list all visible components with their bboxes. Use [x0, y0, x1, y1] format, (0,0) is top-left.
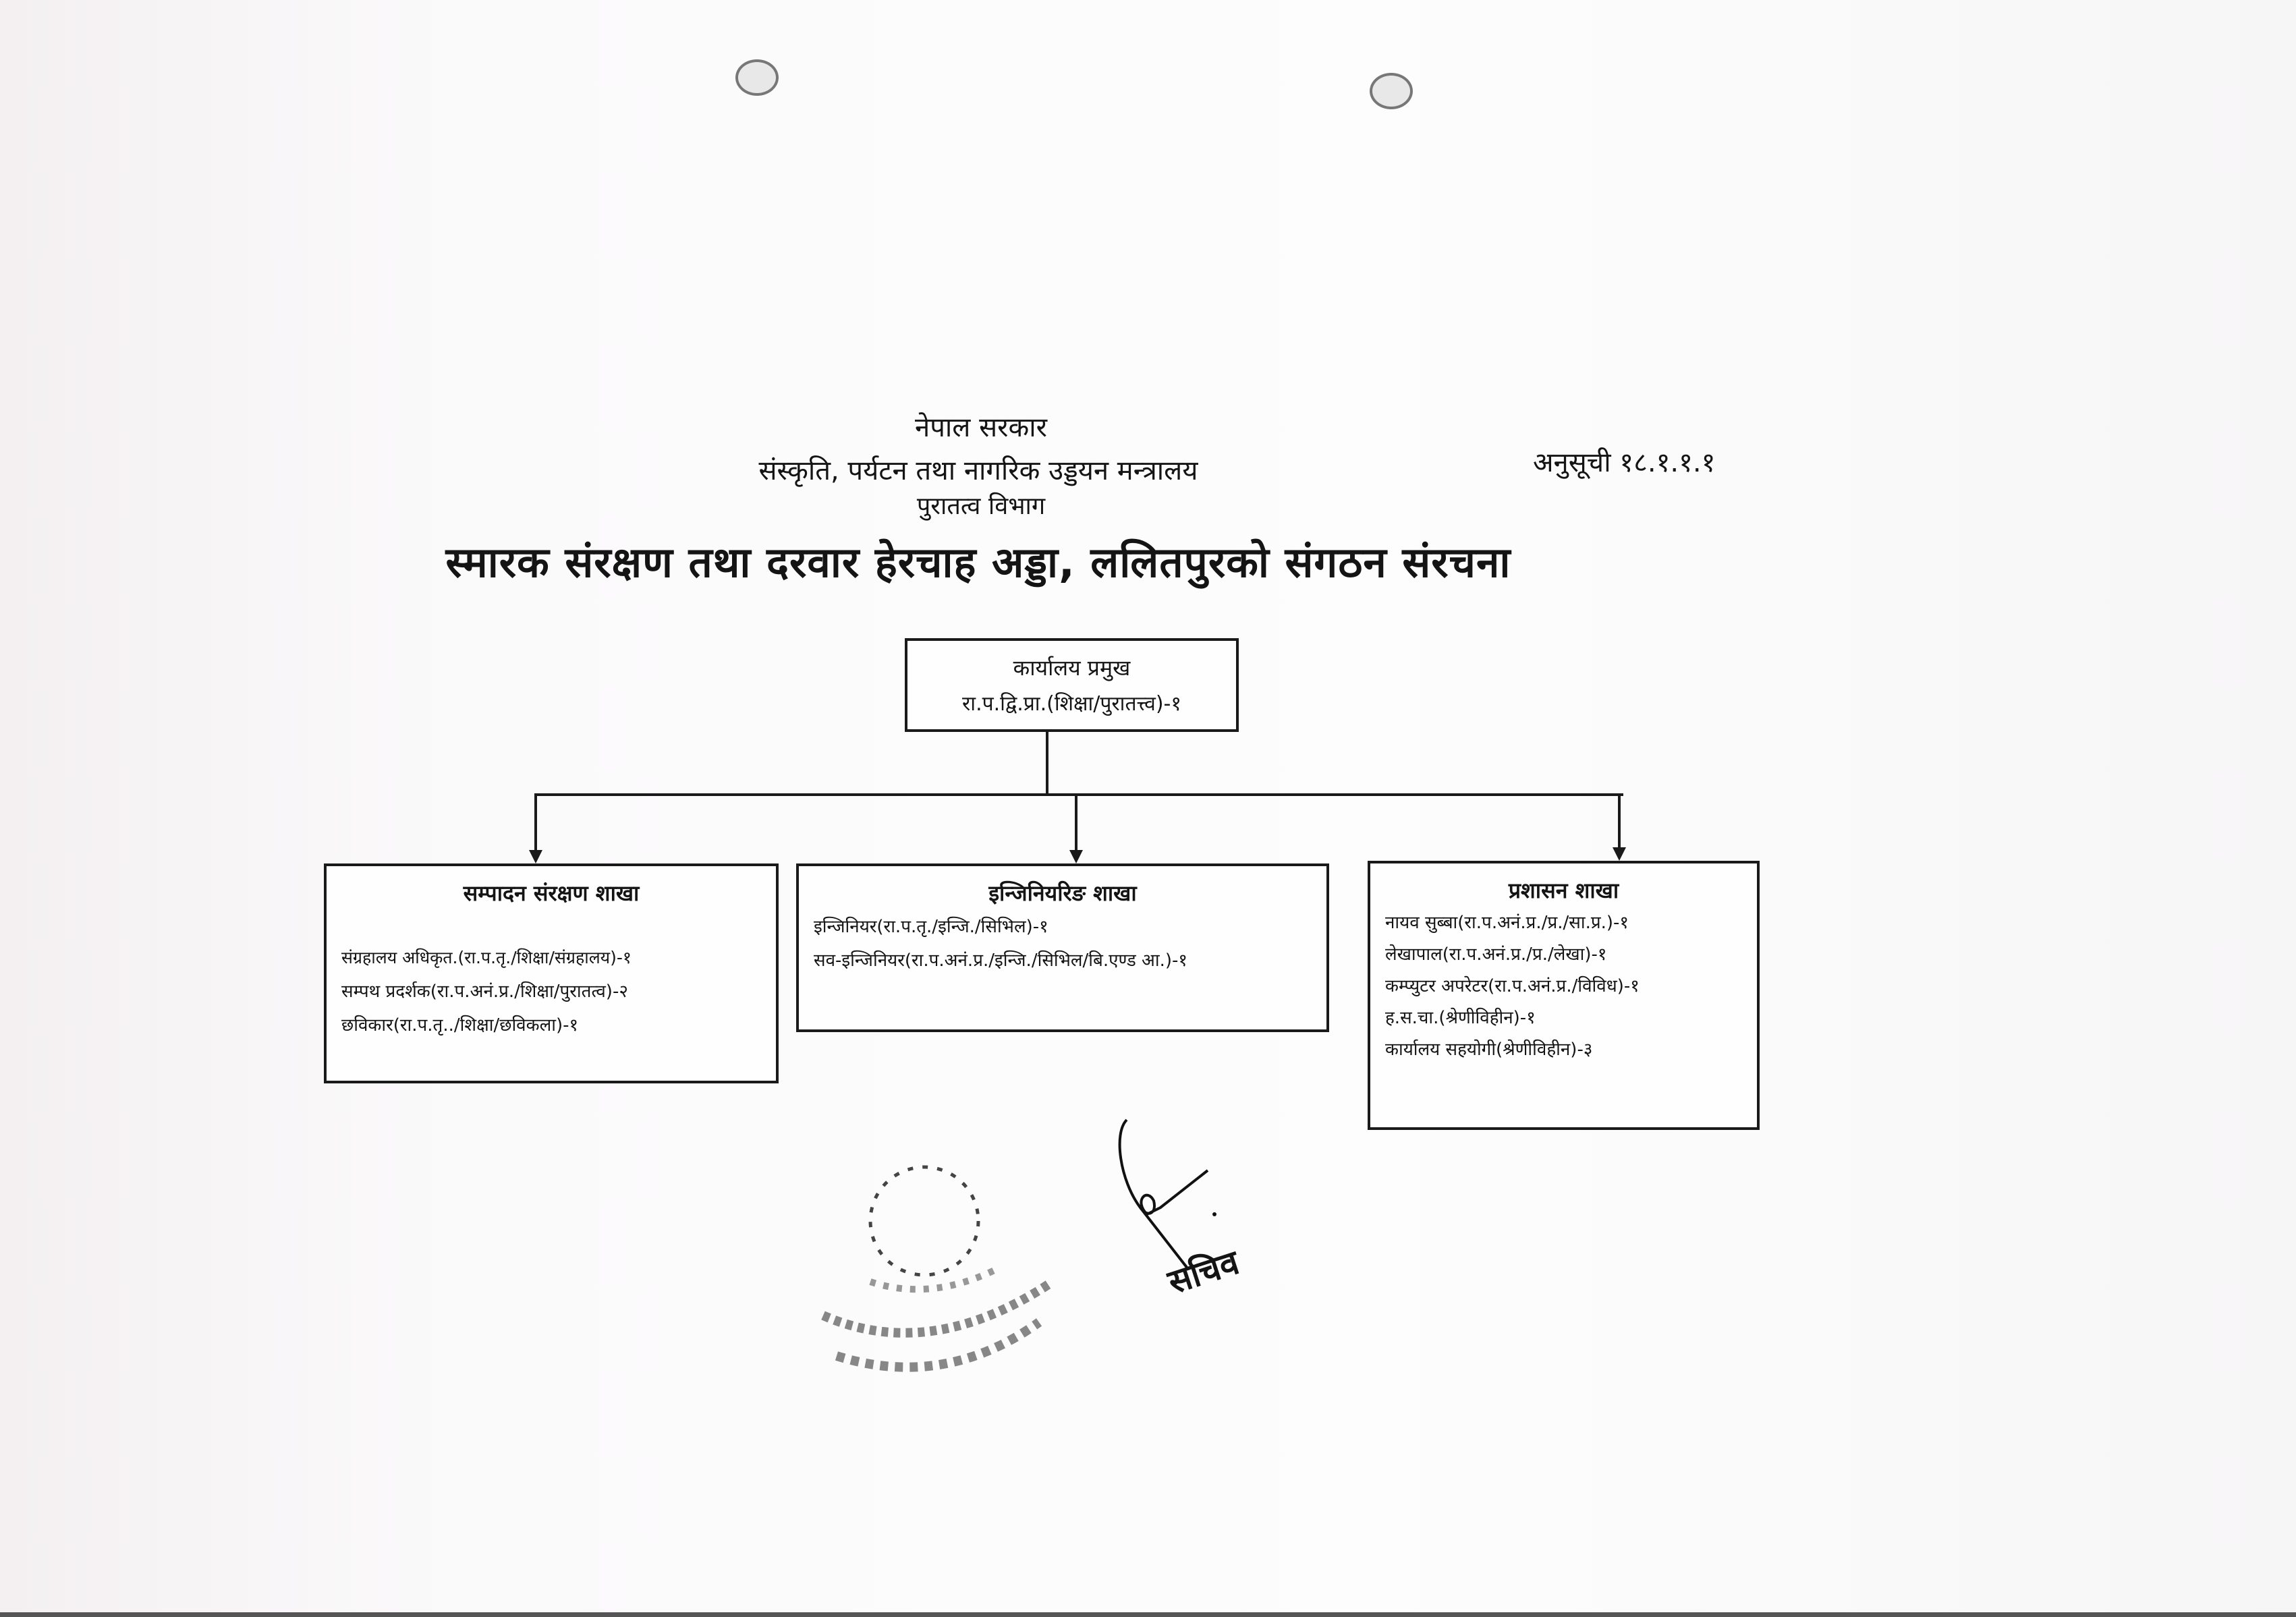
- connector-line: [534, 793, 1623, 796]
- position-item: संग्रहालय अधिकृत.(रा.प.तृ./शिक्षा/संग्रह…: [341, 948, 632, 967]
- ministry-name: संस्कृति, पर्यटन तथा नागरिक उड्डयन मन्त्…: [758, 455, 1198, 486]
- branch-title: सम्पादन संरक्षण शाखा: [463, 880, 640, 906]
- handwritten-signature: [1118, 1118, 1216, 1270]
- department-name: पुरातत्व विभाग: [916, 492, 1046, 520]
- arrow-down-icon: [1069, 850, 1083, 863]
- punch-hole: [735, 59, 779, 96]
- arrow-down-icon: [529, 850, 542, 863]
- punch-hole: [1370, 73, 1413, 109]
- position-item: कार्यालय सहयोगी(श्रेणीविहीन)-३: [1385, 1040, 1593, 1060]
- branch-title: प्रशासन शाखा: [1508, 878, 1619, 903]
- branch-box-conservation: सम्पादन संरक्षण शाखा संग्रहालय अधिकृत.(र…: [324, 863, 779, 1083]
- scan-edge: [0, 1612, 2296, 1617]
- connector-line: [1618, 793, 1621, 849]
- office-head-box: कार्यालय प्रमुख रा.प.द्वि.प्रा.(शिक्षा/प…: [905, 638, 1239, 732]
- government-name: नेपाल सरकार: [915, 412, 1047, 443]
- office-head-position: रा.प.द्वि.प्रा.(शिक्षा/पुरातत्त्व)-१: [962, 692, 1181, 716]
- arrow-down-icon: [1613, 847, 1626, 861]
- connector-line: [1046, 732, 1048, 796]
- position-item: नायव सुब्बा(रा.प.अनं.प्र./प्र./सा.प्र.)-…: [1385, 913, 1629, 933]
- page-title: स्मारक संरक्षण तथा दरवार हेरचाह अड्डा, ल…: [445, 538, 1511, 587]
- position-item: सम्पथ प्रदर्शक(रा.प.अनं.प्र./शिक्षा/पुरा…: [341, 982, 628, 1002]
- position-item: कम्प्युटर अपरेटर(रा.प.अनं.प्र./विविध)-१: [1385, 976, 1640, 996]
- connector-line: [1075, 793, 1077, 851]
- office-head-title: कार्यालय प्रमुख: [1013, 655, 1131, 681]
- branch-box-administration: प्रशासन शाखा नायव सुब्बा(रा.प.अनं.प्र./प…: [1368, 861, 1760, 1130]
- position-item: ह.स.चा.(श्रेणीविहीन)-१: [1385, 1008, 1536, 1028]
- position-item: लेखापाल(रा.प.अनं.प्र./प्र./लेखा)-१: [1385, 944, 1607, 965]
- branch-box-engineering: इन्जिनियरिङ शाखा इन्जिनियर(रा.प.तृ./इन्ज…: [796, 863, 1329, 1032]
- official-stamp: [821, 1165, 1055, 1372]
- position-item: सव-इन्जिनियर(रा.प.अनं.प्र./इन्जि./सिभिल/…: [814, 951, 1187, 971]
- position-item: छविकार(रा.प.तृ../शिक्षा/छविकला)-१: [341, 1015, 579, 1036]
- branch-title: इन्जिनियरिङ शाखा: [988, 880, 1137, 906]
- connector-line: [534, 793, 537, 851]
- position-item: इन्जिनियर(रा.प.तृ./इन्जि./सिभिल)-१: [814, 917, 1048, 937]
- schedule-number: अनुसूची १८.१.१.१: [1533, 447, 1716, 478]
